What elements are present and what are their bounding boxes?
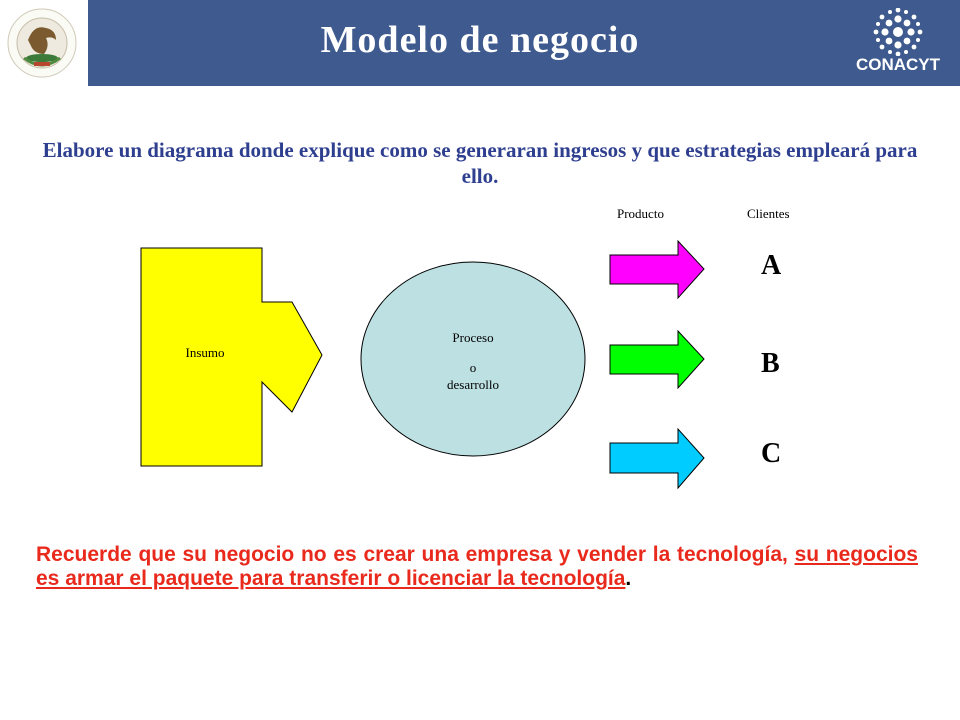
- instructions-text: Elabore un diagrama donde explique como …: [42, 138, 918, 188]
- clientes-column-label: Clientes: [747, 206, 790, 221]
- producto-column-label: Producto: [617, 206, 664, 221]
- proceso-label-line1: Proceso: [452, 330, 493, 345]
- conacyt-logo: [848, 7, 948, 80]
- insumo-label: Insumo: [186, 345, 225, 360]
- product-arrow-a: [609, 239, 705, 300]
- header-bar: [88, 0, 960, 86]
- mexico-coat-of-arms-logo: [0, 0, 88, 86]
- insumo-block-arrow: [140, 247, 323, 467]
- note-part1: Recuerde que su negocio no es crear una …: [36, 543, 795, 566]
- client-c-label: C: [761, 438, 782, 469]
- proceso-label-line3: desarrollo: [447, 377, 499, 392]
- note-part2-underlined: su negocios es armar el paquete para tra…: [36, 543, 918, 590]
- proceso-ellipse: [360, 261, 586, 457]
- note-part3: .: [625, 567, 632, 590]
- reminder-note: Recuerde que su negocio no es crear una …: [36, 543, 918, 591]
- product-arrow-b: [609, 329, 705, 390]
- product-arrow-c: [609, 427, 705, 490]
- client-a-label: A: [761, 250, 782, 281]
- conacyt-logo-text: CONACYT: [855, 55, 941, 74]
- proceso-label-line2: o: [470, 360, 477, 375]
- page-title: Modelo de negocio: [320, 19, 640, 61]
- client-b-label: B: [761, 348, 780, 379]
